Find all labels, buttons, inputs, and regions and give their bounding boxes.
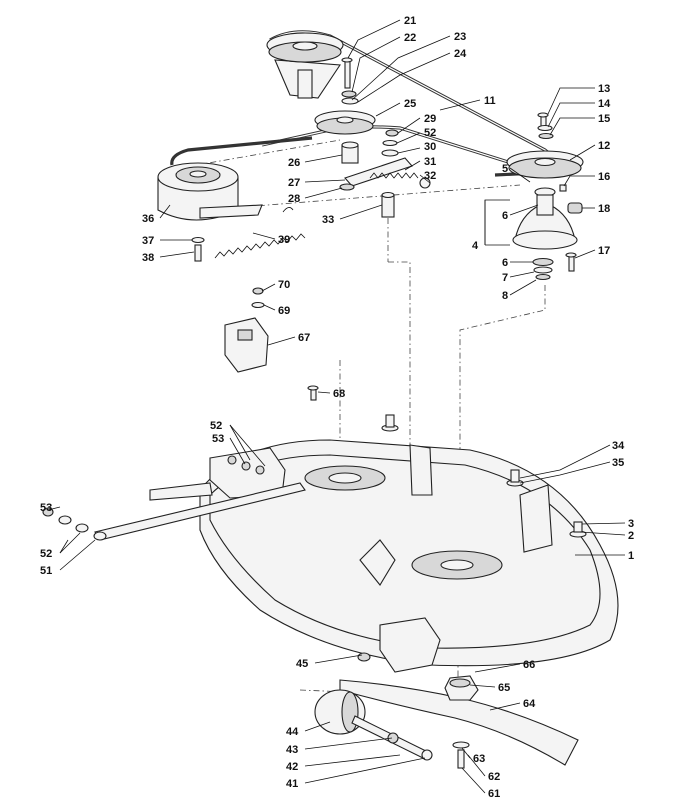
clutch-bolt: [191, 236, 205, 262]
label-43: 43: [286, 744, 298, 756]
label-16: 16: [598, 171, 610, 183]
label-8: 8: [502, 290, 508, 302]
label-17: 17: [598, 245, 610, 257]
label-6-upper: 6: [502, 210, 508, 222]
label-22: 22: [404, 32, 416, 44]
label-62: 62: [488, 771, 500, 783]
label-29: 29: [424, 113, 436, 125]
label-66: 66: [523, 659, 535, 671]
label-3: 3: [628, 518, 634, 530]
leader-lines: [47, 19, 626, 794]
label-52-bracket: 52: [424, 127, 436, 139]
label-53-deck: 53: [212, 433, 224, 445]
label-31: 31: [424, 156, 436, 168]
label-25: 25: [404, 98, 416, 110]
label-70: 70: [278, 279, 290, 291]
label-21: 21: [404, 15, 416, 27]
electric-clutch: [157, 162, 263, 221]
label-6-lower: 6: [502, 257, 508, 269]
pulley-bolt: [341, 57, 359, 105]
label-32: 32: [424, 170, 436, 182]
label-24: 24: [454, 48, 467, 60]
label-14: 14: [598, 98, 611, 110]
label-4: 4: [472, 240, 479, 252]
mower-deck: [149, 439, 619, 667]
roller-bracket: [357, 617, 441, 673]
label-2: 2: [628, 530, 634, 542]
label-7: 7: [502, 272, 508, 284]
label-12: 12: [598, 140, 610, 152]
label-67: 67: [298, 332, 310, 344]
pivot-pin: [381, 191, 395, 218]
label-52-rod: 52: [40, 548, 52, 560]
label-15: 15: [598, 113, 610, 125]
label-39: 39: [278, 234, 290, 246]
label-26: 26: [288, 157, 300, 169]
label-13: 13: [598, 83, 610, 95]
label-42: 42: [286, 761, 298, 773]
label-33: 33: [322, 214, 334, 226]
blade-bolt: [452, 741, 470, 769]
label-28: 28: [288, 193, 300, 205]
label-38: 38: [142, 252, 154, 264]
engine-pulley: [266, 32, 344, 99]
label-53-rod: 53: [40, 502, 52, 514]
label-61: 61: [488, 788, 500, 800]
label-44: 44: [286, 726, 299, 738]
blade-hub: [444, 675, 479, 701]
cutting-blade: [339, 679, 579, 766]
label-45: 45: [296, 658, 308, 670]
drive-belt: [170, 30, 556, 177]
label-41: 41: [286, 778, 298, 790]
label-35: 35: [612, 457, 624, 469]
label-64: 64: [523, 698, 536, 710]
idler-pulley: [314, 110, 376, 135]
label-69: 69: [278, 305, 290, 317]
label-30: 30: [424, 141, 436, 153]
label-18: 18: [598, 203, 610, 215]
label-37: 37: [142, 235, 154, 247]
label-52-deck: 52: [210, 420, 222, 432]
deck-push-rod: [42, 482, 306, 541]
clutch-spring: [214, 207, 306, 259]
part-number-labels: 1 2 3 4 5 6 6 7 8 11 12 13 14 15 16 17 1…: [40, 15, 634, 800]
idler-bracket-parts: [339, 129, 413, 191]
deck-studs: [381, 414, 587, 538]
deck-pivot-bracket: [209, 447, 286, 499]
label-34: 34: [612, 440, 625, 452]
spindle-top-bolt: [537, 112, 554, 140]
label-23: 23: [454, 31, 466, 43]
label-51: 51: [40, 565, 52, 577]
label-63: 63: [473, 753, 485, 765]
label-11: 11: [484, 95, 496, 107]
label-1: 1: [628, 550, 634, 562]
spindle-small-parts: [559, 184, 583, 272]
spindle-assembly-right: [506, 150, 584, 281]
label-27: 27: [288, 177, 300, 189]
label-5: 5: [502, 163, 508, 175]
label-36: 36: [142, 213, 154, 225]
label-68: 68: [333, 388, 345, 400]
deck-bracket-parts: [224, 287, 319, 401]
label-65: 65: [498, 682, 510, 694]
